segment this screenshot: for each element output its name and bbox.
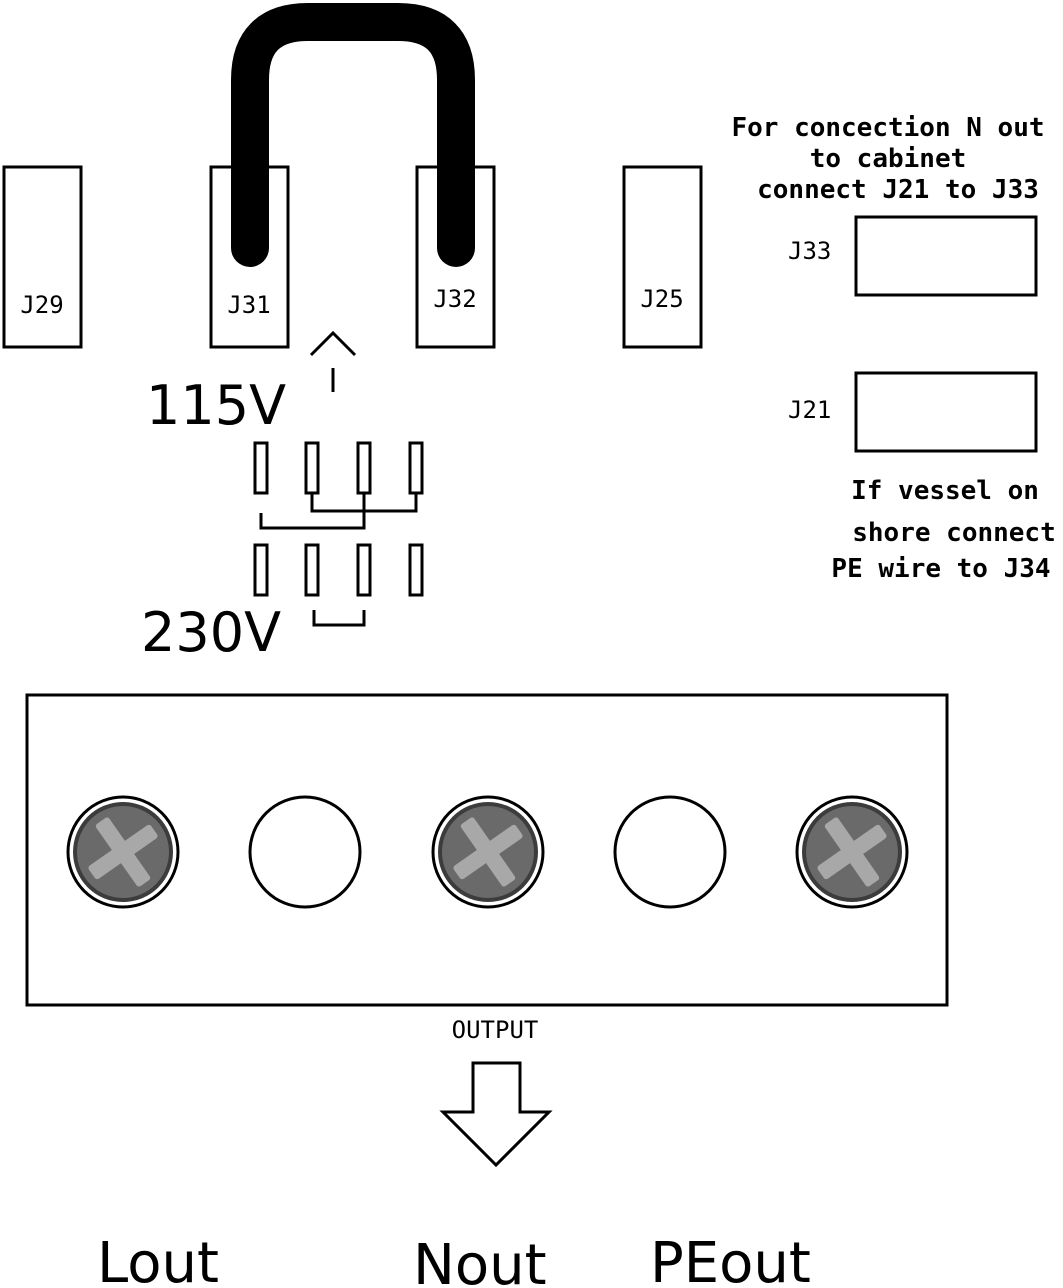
terminal-screw xyxy=(66,795,180,909)
terminal-screw xyxy=(431,795,545,909)
output-nout-label: Nout xyxy=(413,1233,547,1288)
connector-j29-label: J29 xyxy=(20,291,63,319)
screw-cross-icon xyxy=(453,817,523,887)
output-label: OUTPUT xyxy=(452,1016,539,1044)
terminal-empty-hole xyxy=(613,795,727,909)
voltage-230-label: 230V xyxy=(141,601,281,664)
note-n-out-line1: For concection N out xyxy=(731,113,1044,143)
jumper-config-115v xyxy=(253,441,424,530)
terminal-screw xyxy=(795,795,909,909)
jumper-wire xyxy=(231,3,475,267)
voltage-115-label: 115V xyxy=(146,374,286,437)
jumper-config-230v xyxy=(253,543,424,627)
note-n-out: For concection N out to cabinet connect … xyxy=(731,113,1044,205)
connector-j32-label: J32 xyxy=(433,285,476,313)
connector-j21-label: J21 xyxy=(788,396,831,424)
screw-cross-icon xyxy=(88,817,158,887)
connector-j21: J21 xyxy=(788,371,1038,453)
note-n-out-line2: to cabinet xyxy=(810,144,967,174)
note-shore: If vessel on shore connect PE wire to J3… xyxy=(831,476,1055,584)
connector-j31-label: J31 xyxy=(227,291,270,319)
terminal-empty-hole xyxy=(248,795,362,909)
connector-j29: J29 xyxy=(2,165,83,349)
screw-cross-icon xyxy=(817,817,887,887)
connector-j33-label: J33 xyxy=(788,237,831,265)
output-terminal-block xyxy=(25,693,949,1007)
note-shore-line1: If vessel on xyxy=(851,476,1039,506)
note-n-out-line3: connect J21 to J33 xyxy=(757,175,1039,205)
output-peout-label: PEout xyxy=(650,1231,811,1288)
connector-j25: J25 xyxy=(622,165,703,349)
note-shore-line3: PE wire to J34 xyxy=(831,554,1050,584)
connector-j33: J33 xyxy=(788,215,1038,297)
up-arrow-icon xyxy=(309,330,357,392)
connector-j25-label: J25 xyxy=(640,285,683,313)
note-shore-line2: shore connect xyxy=(852,518,1056,548)
output-lout-label: Lout xyxy=(97,1231,219,1288)
down-arrow-icon xyxy=(439,1061,553,1168)
